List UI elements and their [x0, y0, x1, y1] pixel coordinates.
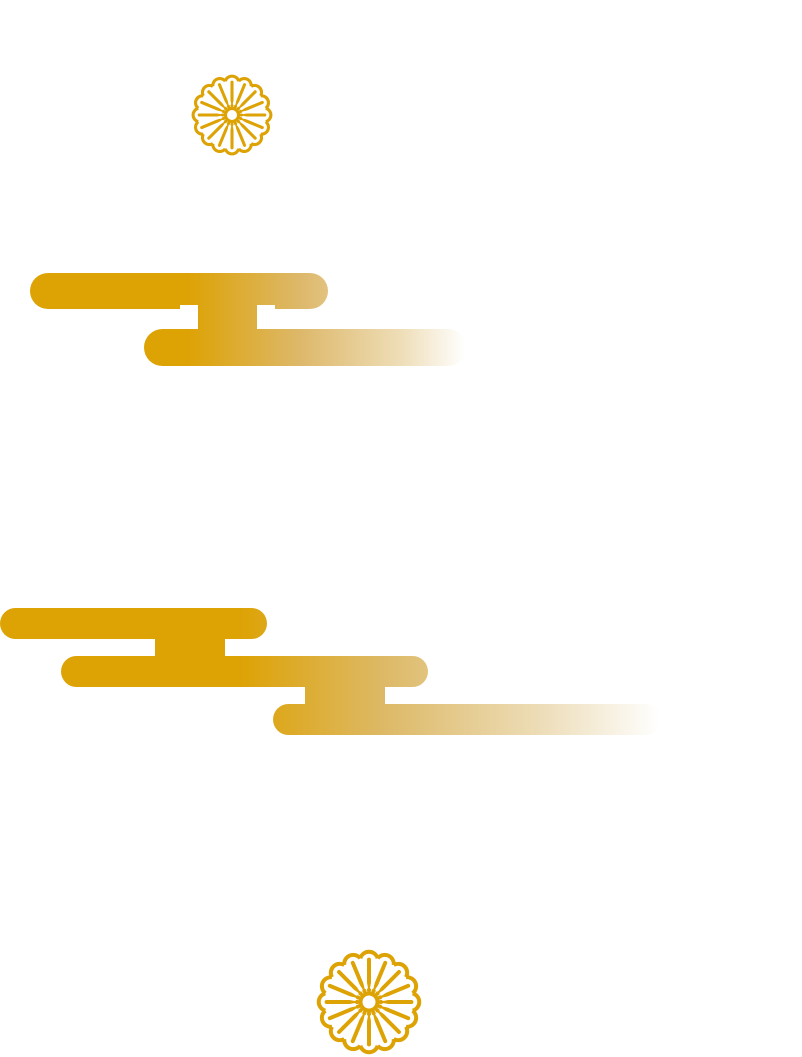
crest-petal-gap — [236, 123, 250, 141]
crest-center — [223, 106, 241, 124]
crest-petal-gap — [214, 123, 228, 141]
crest-petal-gap — [336, 1008, 359, 1025]
crest-petal-divider — [377, 983, 411, 1000]
crest-petal-tip — [328, 961, 346, 979]
crest-petal-gap — [240, 97, 258, 111]
crest-petal-tip — [342, 1038, 362, 1052]
crest-petal-tip — [358, 949, 380, 960]
crest-petal-tip — [265, 106, 273, 124]
crest-petal-tip — [376, 952, 396, 966]
crest-petal-tip — [223, 74, 241, 82]
crest-petal-divider — [371, 960, 388, 994]
crest-petal-divider — [238, 100, 264, 114]
crest-petal-divider — [350, 960, 367, 994]
crest-petal-tip — [191, 106, 199, 124]
crest-center — [358, 991, 380, 1013]
crest-petal-divider — [207, 90, 228, 111]
crest-petal-divider — [236, 90, 257, 111]
crest-petal-gap — [214, 89, 228, 107]
crest-petal-gap — [206, 119, 224, 133]
crest-petal-tip — [405, 975, 419, 995]
crest-petal-gap — [202, 108, 223, 115]
crest-petal-gap — [236, 89, 250, 107]
chrysanthemum-crest-icon — [316, 949, 422, 1055]
kasumi-mist-band-upper — [30, 273, 466, 366]
crest-petal-tip — [376, 1038, 396, 1052]
crest-petal-tip — [316, 991, 327, 1013]
crest-petal-divider — [217, 83, 231, 109]
crest-petal-gap — [241, 108, 262, 115]
crest-petal-divider — [236, 119, 257, 140]
crest-petal-gap — [225, 85, 232, 106]
crest-petal-gap — [232, 124, 239, 145]
crest-petal-divider — [200, 116, 226, 130]
crest-petal-tip — [358, 1044, 380, 1055]
crest-petal-gap — [359, 963, 368, 990]
crest-petal-tip — [223, 148, 241, 156]
crest-petal-divider — [200, 100, 226, 114]
crest-petal-divider — [377, 1004, 411, 1021]
crest-petal-gap — [346, 969, 363, 992]
crest-petal-gap — [232, 85, 239, 106]
kasumi-mist-band-lower — [0, 608, 661, 735]
crest-petal-tip — [342, 952, 362, 966]
crest-petal-gap — [241, 115, 262, 122]
crest-petal-gap — [370, 1014, 379, 1041]
crest-petal-tip — [392, 961, 410, 979]
crest-petal-divider — [207, 119, 228, 140]
crest-petal-gap — [359, 1014, 368, 1041]
crest-petal-divider — [337, 1008, 363, 1034]
crest-petal-tip — [319, 1009, 333, 1029]
crest-petal-divider — [350, 1010, 367, 1044]
crest-petal-divider — [233, 121, 247, 147]
crest-petal-divider — [238, 116, 264, 130]
crest-petal-divider — [217, 121, 231, 147]
crest-petal-gap — [381, 1003, 408, 1012]
crest-petal-gap — [379, 979, 402, 996]
crest-petal-gap — [375, 1012, 392, 1035]
crest-petal-gap — [379, 1008, 402, 1025]
crest-petal-divider — [233, 83, 247, 109]
crest-petal-gap — [375, 969, 392, 992]
crest-petal-divider — [375, 1008, 401, 1034]
crest-petal-gap — [206, 97, 224, 111]
crest-petal-gap — [202, 115, 223, 122]
crest-petal-gap — [346, 1012, 363, 1035]
crest-petal-gap — [225, 124, 232, 145]
crest-petal-gap — [336, 979, 359, 996]
crest-petal-gap — [330, 1003, 357, 1012]
crest-petal-divider — [371, 1010, 388, 1044]
crest-petal-tip — [328, 1025, 346, 1043]
crest-petal-gap — [240, 119, 258, 133]
crest-petal-divider — [375, 970, 401, 996]
crest-petal-tip — [260, 94, 270, 110]
crest-petal-divider — [327, 1004, 361, 1021]
crest-petal-tip — [319, 975, 333, 995]
crest-petal-divider — [337, 970, 363, 996]
crest-petal-tip — [405, 1009, 419, 1029]
crest-petal-divider — [327, 983, 361, 1000]
chrysanthemum-crest-icon — [191, 74, 273, 156]
crest-petal-gap — [381, 992, 408, 1001]
crest-petal-tip — [411, 991, 422, 1013]
crest-petal-gap — [370, 963, 379, 990]
crest-petal-tip — [392, 1025, 410, 1043]
crest-petal-gap — [330, 992, 357, 1001]
